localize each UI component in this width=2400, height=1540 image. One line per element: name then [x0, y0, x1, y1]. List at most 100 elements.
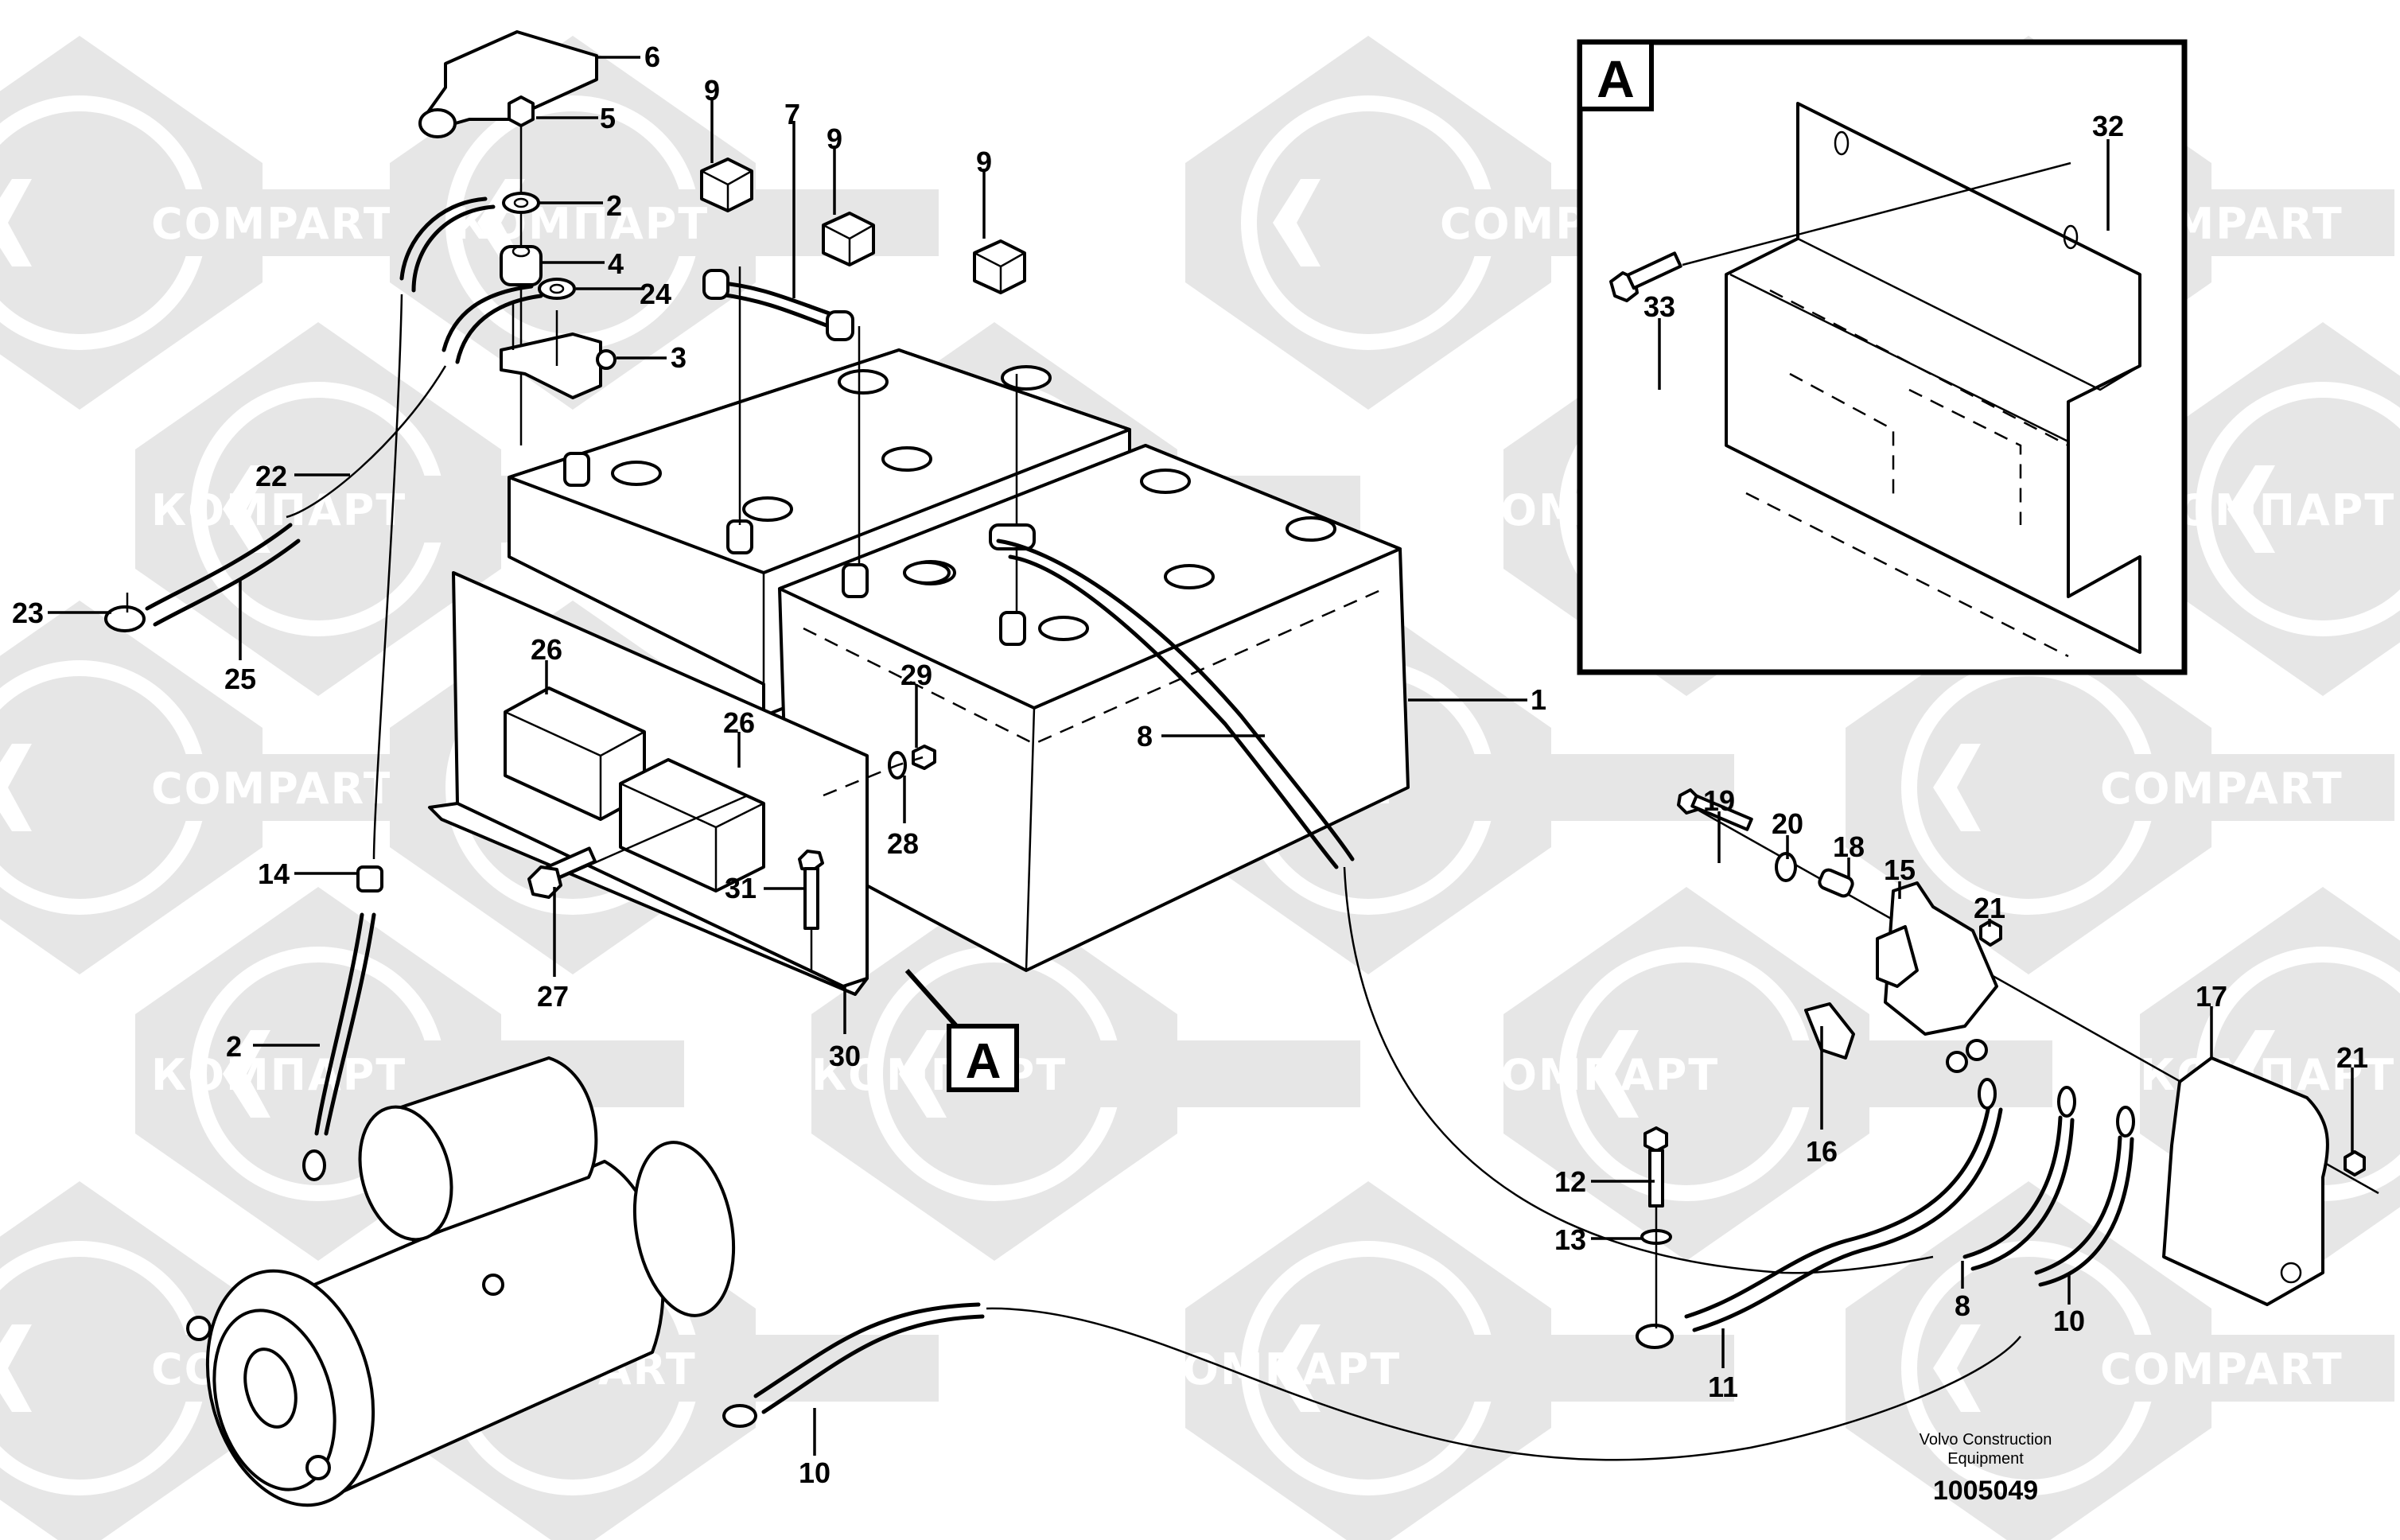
- callout-26[interactable]: 26: [531, 633, 562, 666]
- cable[interactable]: [455, 294, 543, 364]
- terminal-cap[interactable]: [973, 239, 1026, 294]
- spacer[interactable]: [500, 245, 543, 286]
- cable[interactable]: [411, 204, 496, 293]
- callout-22[interactable]: 22: [255, 460, 287, 492]
- cable-8b[interactable]: [1962, 1086, 2076, 1271]
- ground-cable[interactable]: [104, 523, 301, 632]
- cover[interactable]: [1725, 102, 2141, 658]
- callout-19[interactable]: 19: [1703, 784, 1735, 817]
- callout-32[interactable]: 32: [2092, 110, 2124, 142]
- callout-2[interactable]: 2: [226, 1030, 242, 1063]
- terminal-cap[interactable]: [700, 158, 753, 212]
- filler-cap: [1140, 469, 1191, 494]
- callout-8[interactable]: 8: [1955, 1289, 1970, 1322]
- watermark-text: COMPART: [151, 199, 395, 249]
- title-block: Volvo Construction Equipment 1005049: [1920, 1431, 2052, 1506]
- callout-9[interactable]: 9: [827, 122, 842, 155]
- callout-9[interactable]: 9: [976, 146, 992, 178]
- callout-24[interactable]: 24: [640, 278, 671, 310]
- callout-5[interactable]: 5: [600, 102, 616, 134]
- cable[interactable]: [399, 196, 488, 281]
- callout-8[interactable]: 8: [1137, 720, 1153, 752]
- callout-33[interactable]: 33: [1643, 290, 1675, 323]
- cable-lug[interactable]: [538, 278, 576, 300]
- callout-9[interactable]: 9: [704, 74, 720, 107]
- cable-8[interactable]: [996, 539, 1355, 861]
- cable-10-route: [986, 1307, 2021, 1461]
- filler-caps: [611, 365, 1336, 641]
- callout-26[interactable]: 26: [723, 706, 755, 739]
- callout-21[interactable]: 21: [2336, 1041, 2368, 1074]
- terminal-cover[interactable]: [418, 30, 598, 138]
- callout-31[interactable]: 31: [725, 872, 757, 904]
- cable-lug[interactable]: [302, 1149, 326, 1181]
- screw[interactable]: [798, 850, 824, 970]
- filler-cap: [611, 461, 662, 486]
- callout-30[interactable]: 30: [829, 1040, 861, 1072]
- assembly-line: [823, 756, 924, 797]
- callout-15[interactable]: 15: [1884, 854, 1916, 886]
- nut[interactable]: [508, 95, 535, 127]
- starter-motor[interactable]: [183, 1056, 747, 1524]
- screw[interactable]: [1643, 1126, 1668, 1208]
- callout-28[interactable]: 28: [887, 827, 919, 860]
- manufacturer-line2: Equipment: [1947, 1450, 2024, 1468]
- callout-23[interactable]: 23: [12, 597, 44, 629]
- cable-8[interactable]: [1008, 554, 1339, 869]
- battery-post: [999, 611, 1026, 646]
- callout-25[interactable]: 25: [224, 663, 256, 695]
- callout-7[interactable]: 7: [784, 98, 800, 130]
- spacer-sleeve[interactable]: [1818, 868, 1854, 898]
- watermark-text: КОМПАРТ: [453, 199, 709, 249]
- relay[interactable]: [619, 758, 765, 892]
- filler-cap: [1164, 564, 1215, 589]
- bracket[interactable]: [1804, 1002, 1855, 1060]
- drawing-number: 1005049: [1933, 1476, 2038, 1506]
- callout-29[interactable]: 29: [900, 659, 932, 691]
- callout-10[interactable]: 10: [799, 1456, 830, 1489]
- protective-cover[interactable]: [2162, 1056, 2329, 1306]
- lock-nut[interactable]: [2344, 1150, 2366, 1176]
- washer[interactable]: [1775, 852, 1797, 882]
- nut[interactable]: [912, 745, 936, 770]
- callout-14[interactable]: 14: [258, 858, 290, 890]
- callout-21[interactable]: 21: [1974, 892, 2005, 924]
- callout-13[interactable]: 13: [1554, 1223, 1586, 1256]
- cable-10b[interactable]: [2034, 1106, 2135, 1287]
- battery-post: [563, 452, 590, 487]
- cable-2[interactable]: [314, 912, 364, 1136]
- watermark-text: COMPART: [2100, 764, 2344, 814]
- main-switch[interactable]: [1876, 881, 1998, 1073]
- detail-callout-a[interactable]: A: [947, 1024, 1019, 1092]
- callout-11[interactable]: 11: [1708, 1371, 1738, 1403]
- callout-16[interactable]: 16: [1806, 1135, 1838, 1168]
- callout-6[interactable]: 6: [644, 41, 660, 73]
- flange-screw[interactable]: [527, 794, 749, 899]
- cable-clip[interactable]: [356, 865, 383, 892]
- callout-17[interactable]: 17: [2196, 980, 2227, 1013]
- cable-2[interactable]: [324, 912, 376, 1136]
- callout-27[interactable]: 27: [537, 980, 569, 1013]
- assembly-line: [738, 266, 1018, 612]
- callout-4[interactable]: 4: [608, 247, 624, 280]
- callout-3[interactable]: 3: [671, 341, 687, 374]
- cable-lug[interactable]: [502, 192, 540, 214]
- watermark-tile: КОМПАРТ: [135, 322, 684, 696]
- callout-1[interactable]: 1: [1531, 683, 1546, 716]
- cable-11[interactable]: [1636, 1078, 2003, 1349]
- filler-cap: [1001, 365, 1052, 391]
- terminal-clamp[interactable]: [500, 302, 617, 399]
- callout-2[interactable]: 2: [606, 189, 622, 222]
- watermark-tile: КОМПАРТ: [390, 36, 939, 410]
- screw[interactable]: [1609, 161, 2071, 302]
- callout-20[interactable]: 20: [1772, 807, 1803, 840]
- callout-18[interactable]: 18: [1833, 830, 1865, 863]
- watermark-text: COMPART: [151, 764, 395, 814]
- battery-connector-cable[interactable]: [702, 269, 854, 341]
- terminal-cap[interactable]: [822, 212, 875, 266]
- cable[interactable]: [441, 284, 534, 352]
- callout-10[interactable]: 10: [2053, 1305, 2085, 1337]
- detail-view-a: A: [1577, 39, 2188, 675]
- callout-12[interactable]: 12: [1554, 1165, 1586, 1198]
- cable-10[interactable]: [722, 1302, 985, 1428]
